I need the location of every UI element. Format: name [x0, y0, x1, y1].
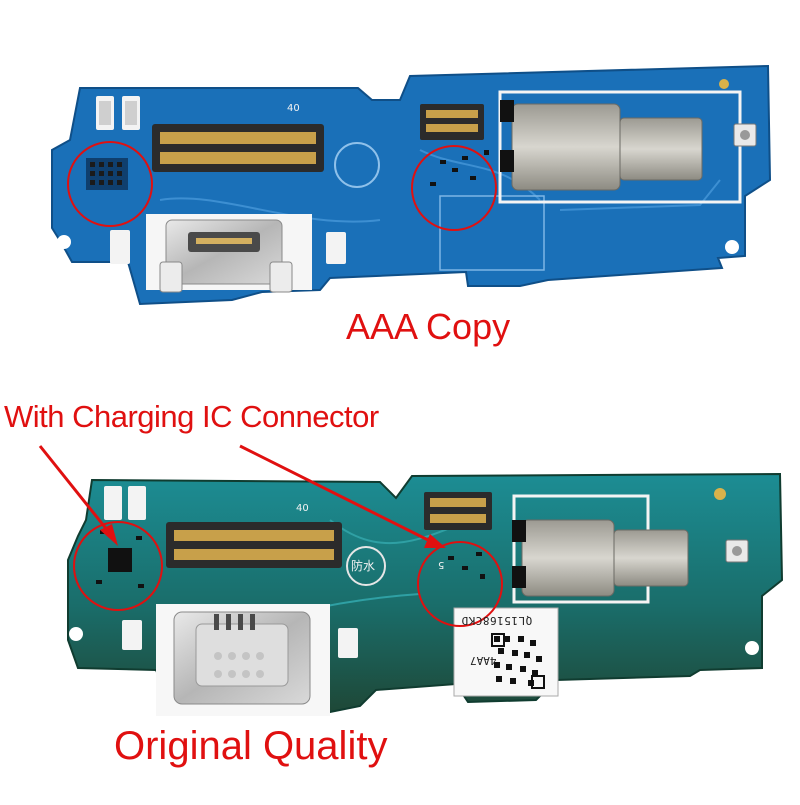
copy-caption: AAA Copy	[346, 306, 511, 347]
label-code: 4AA7	[470, 654, 497, 667]
pin-count-marking-top: 40	[287, 103, 300, 114]
waterproof-marking: 防水	[351, 559, 376, 573]
original-caption: Original Quality	[114, 724, 388, 768]
pointer-arrows	[38, 444, 446, 548]
serial-label: QL15168CKD	[461, 614, 533, 627]
pad-number-marking: 5	[438, 559, 445, 570]
original-board	[67, 472, 784, 716]
ic-connector-caption: With Charging IC Connector	[4, 399, 379, 434]
pin-count-marking-bottom: 40	[296, 503, 309, 514]
copy-board	[51, 64, 772, 306]
